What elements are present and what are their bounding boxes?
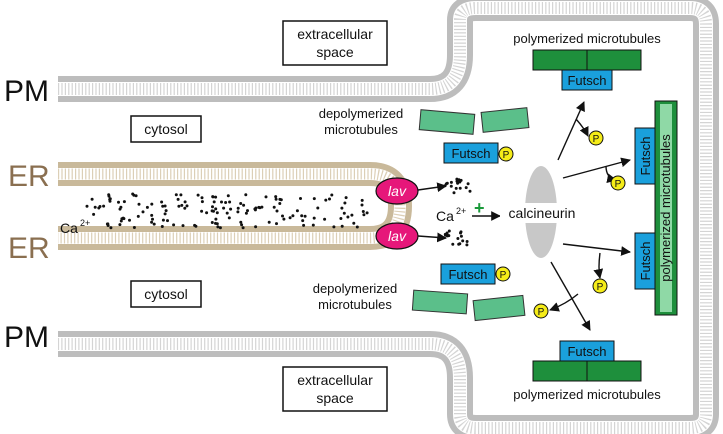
svg-text:Futsch: Futsch <box>448 267 487 282</box>
futsch-phospho-bottom: Futsch P <box>440 263 511 285</box>
svg-text:Futsch: Futsch <box>638 241 653 280</box>
svg-text:P: P <box>538 307 545 318</box>
svg-text:microtubules: microtubules <box>324 122 398 137</box>
calcineurin: calcineurin <box>500 166 584 258</box>
svg-text:P: P <box>597 282 604 293</box>
svg-text:P: P <box>503 150 510 161</box>
polymerized-microtubules-bottom: Futsch polymerized microtubules <box>513 340 661 402</box>
svg-text:P: P <box>615 179 622 190</box>
er-membrane <box>58 162 413 250</box>
svg-text:cytosol: cytosol <box>144 121 188 137</box>
svg-text:2+: 2+ <box>80 218 90 228</box>
svg-text:P: P <box>500 270 507 281</box>
depolymerized-microtubules-bottom: depolymerized microtubules <box>313 281 526 322</box>
pm-label-bottom: PM <box>4 321 49 354</box>
lav-channel-bottom: lav <box>375 222 419 250</box>
futsch-phospho-top: Futsch P <box>443 142 514 164</box>
extracellular-label-bottom: extracellular space <box>282 366 388 412</box>
extracellular-label-top: extracellular space <box>282 20 388 66</box>
lav-bottom-arrow <box>417 232 447 243</box>
svg-text:space: space <box>316 44 354 60</box>
svg-text:Futsch: Futsch <box>638 136 653 175</box>
phosphate-4: P <box>533 303 549 319</box>
svg-text:P: P <box>593 134 600 145</box>
svg-text:Ca: Ca <box>436 208 454 224</box>
svg-text:Futsch: Futsch <box>567 344 606 359</box>
svg-text:polymerized microtubules: polymerized microtubules <box>513 387 661 402</box>
svg-text:lav: lav <box>388 183 407 199</box>
svg-text:extracellular: extracellular <box>297 372 373 388</box>
svg-text:depolymerized: depolymerized <box>313 281 398 296</box>
calcium-label-er: Ca 2+ <box>60 218 90 236</box>
svg-text:polymerized microtubules: polymerized microtubules <box>658 134 673 282</box>
er-label-bottom: ER <box>8 232 50 265</box>
lav-channel-top: lav <box>375 177 419 205</box>
dephosphorylation-arrows <box>549 101 631 331</box>
plasma-membrane <box>58 0 719 434</box>
phosphate-2: P <box>610 175 626 191</box>
polymerized-microtubules-top: polymerized microtubules Futsch <box>513 31 661 91</box>
svg-text:extracellular: extracellular <box>297 26 373 42</box>
svg-text:Ca: Ca <box>60 220 78 236</box>
svg-text:cytosol: cytosol <box>144 286 188 302</box>
phosphate-1: P <box>588 130 604 146</box>
svg-text:polymerized microtubules: polymerized microtubules <box>513 31 661 46</box>
cytosol-label-bottom: cytosol <box>130 280 202 308</box>
er-label-top: ER <box>8 160 50 193</box>
cytosol-label-top: cytosol <box>130 115 202 143</box>
calcium-label-cytosol: Ca 2+ <box>436 206 466 224</box>
polymerized-microtubules-right: polymerized microtubules Futsch Futsch <box>634 100 678 316</box>
lav-top-arrow <box>417 182 447 193</box>
activation-plus-icon: + <box>474 198 485 218</box>
svg-text:calcineurin: calcineurin <box>509 205 576 221</box>
svg-text:2+: 2+ <box>456 206 466 216</box>
svg-text:lav: lav <box>388 228 407 244</box>
phosphate-3: P <box>592 278 608 294</box>
svg-text:Futsch: Futsch <box>451 146 490 161</box>
er-calcium-ions <box>85 192 369 230</box>
svg-text:Futsch: Futsch <box>567 73 606 88</box>
pm-label-top: PM <box>4 75 49 108</box>
svg-text:microtubules: microtubules <box>318 297 392 312</box>
svg-text:depolymerized: depolymerized <box>319 106 404 121</box>
svg-text:space: space <box>316 390 354 406</box>
depolymerized-microtubules-top: depolymerized microtubules <box>319 106 530 137</box>
